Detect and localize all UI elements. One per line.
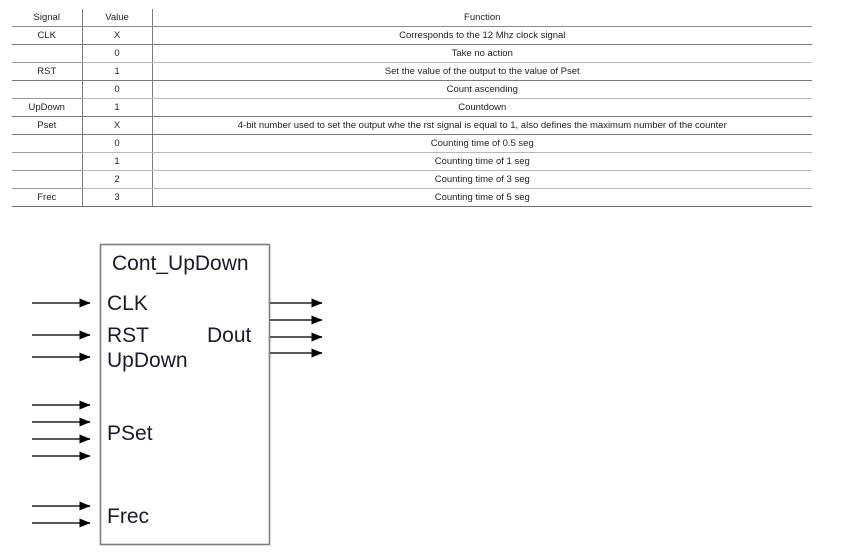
cell-function: 4-bit number used to set the output whe …	[152, 116, 812, 135]
signal-function-table: Signal Value Function CLK X Corresponds …	[12, 9, 812, 207]
output-port-label-dout: Dout	[207, 324, 252, 347]
cell-signal: RST	[12, 62, 83, 81]
cell-signal	[12, 152, 83, 171]
block-diagram: Cont_UpDown CLK RST UpDown PSet	[0, 228, 852, 558]
cell-function: Countdown	[152, 98, 812, 117]
table-row: CLK X Corresponds to the 12 Mhz clock si…	[12, 26, 812, 45]
cell-value: 1	[82, 62, 153, 81]
cell-value: 0	[82, 44, 153, 63]
cell-value: 0	[82, 134, 153, 153]
column-header-value: Value	[82, 9, 153, 27]
cell-signal: Frec	[12, 188, 83, 207]
table-row: 2 Counting time of 3 seg	[12, 170, 812, 189]
cell-function: Take no action	[152, 44, 812, 63]
cell-function: Corresponds to the 12 Mhz clock signal	[152, 26, 812, 45]
table-row: 0 Count ascending	[12, 80, 812, 99]
table-header: Signal Value Function	[12, 9, 812, 27]
table-row: Frec 3 Counting time of 5 seg	[12, 188, 812, 207]
cell-function: Set the value of the output to the value…	[152, 62, 812, 81]
table-body: CLK X Corresponds to the 12 Mhz clock si…	[12, 26, 812, 207]
cell-signal: CLK	[12, 26, 83, 45]
cell-signal: Pset	[12, 116, 83, 135]
cell-value: X	[82, 26, 153, 45]
input-port-label-updown: UpDown	[107, 349, 188, 372]
component-box	[99, 243, 271, 546]
cell-value: 3	[82, 188, 153, 207]
cell-value: 1	[82, 152, 153, 171]
output-wire-bus-dout	[270, 298, 323, 358]
component-title: Cont_UpDown	[112, 252, 249, 275]
cell-signal	[12, 80, 83, 99]
cell-signal	[12, 170, 83, 189]
cell-value: 1	[82, 98, 153, 117]
input-port-label-frec: Frec	[107, 505, 149, 528]
cell-signal	[12, 44, 83, 63]
cell-signal	[12, 134, 83, 153]
table-row: 0 Counting time of 0.5 seg	[12, 134, 812, 153]
cell-function: Counting time of 5 seg	[152, 188, 812, 207]
cell-function: Counting time of 0.5 seg	[152, 134, 812, 153]
cell-signal: UpDown	[12, 98, 83, 117]
table-row: 0 Take no action	[12, 44, 812, 63]
table-row: Pset X 4-bit number used to set the outp…	[12, 116, 812, 135]
table-row: 1 Counting time of 1 seg	[12, 152, 812, 171]
cell-value: X	[82, 116, 153, 135]
cell-value: 2	[82, 170, 153, 189]
input-port-label-clk: CLK	[107, 292, 148, 315]
input-port-label-rst: RST	[107, 324, 149, 347]
cell-function: Count ascending	[152, 80, 812, 99]
column-header-signal: Signal	[12, 9, 83, 27]
cell-value: 0	[82, 80, 153, 99]
column-header-function: Function	[152, 9, 812, 27]
table-header-row: Signal Value Function	[12, 9, 812, 27]
cell-function: Counting time of 1 seg	[152, 152, 812, 171]
table-row: UpDown 1 Countdown	[12, 98, 812, 117]
table-row: RST 1 Set the value of the output to the…	[12, 62, 812, 81]
cell-function: Counting time of 3 seg	[152, 170, 812, 189]
input-port-label-pset: PSet	[107, 422, 153, 445]
signal-table: Signal Value Function CLK X Corresponds …	[12, 9, 812, 207]
input-wire-bus-pset	[32, 400, 91, 461]
input-wire-bus-frec	[32, 501, 91, 528]
